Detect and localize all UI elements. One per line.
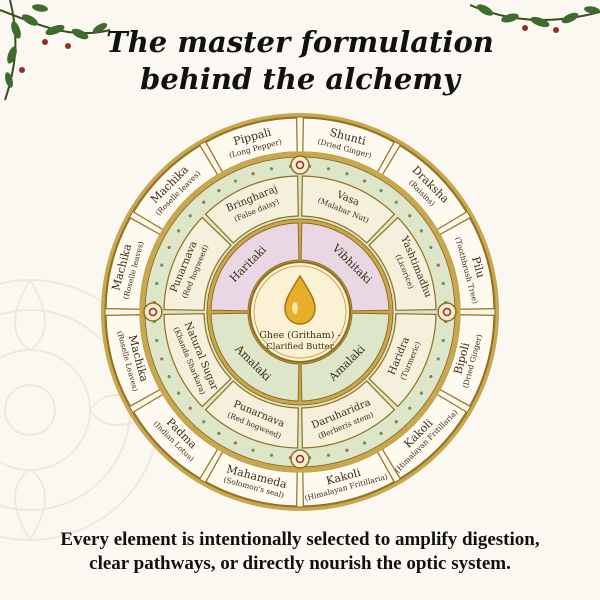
middle-ring-segment [204, 380, 299, 449]
center-label: Ghee (Gritham) - [259, 330, 340, 341]
middle-ring-segment [301, 380, 396, 449]
title-line-1: The master formulation [106, 25, 494, 59]
center-sublabel: Clarified Butter [266, 342, 334, 352]
outer-ring-label: Pilu [469, 255, 487, 279]
inner-ring-segment [300, 222, 390, 312]
middle-ring-segment [163, 313, 232, 408]
middle-ring-segment [368, 216, 437, 311]
formulation-wheel: Ghee (Gritham) -Clarified ButterShunti(D… [101, 113, 499, 511]
mortar-icon [290, 449, 310, 469]
triad-knot-icon [290, 155, 310, 175]
leaf-sprig-icon [437, 302, 457, 322]
middle-ring-segment [163, 216, 232, 311]
inner-ring-segment [300, 312, 390, 402]
inner-ring-segment [210, 312, 300, 402]
lotus-icon [143, 302, 163, 322]
ghee-drop-icon [284, 274, 316, 325]
caption: Every element is intentionally selected … [10, 528, 590, 576]
caption-line-1: Every element is intentionally selected … [60, 529, 540, 550]
inner-ring-segment [210, 222, 300, 312]
page-title: The master formulation behind the alchem… [0, 24, 600, 98]
caption-line-2: clear pathways, or directly nourish the … [89, 553, 511, 574]
title-line-2: behind the alchemy [140, 62, 460, 96]
top-right-vine-decoration [470, 4, 600, 33]
middle-ring-segment [204, 175, 299, 244]
middle-ring-segment [301, 175, 396, 244]
middle-ring-segment [368, 313, 437, 408]
top-left-vine-decoration [0, 0, 111, 101]
